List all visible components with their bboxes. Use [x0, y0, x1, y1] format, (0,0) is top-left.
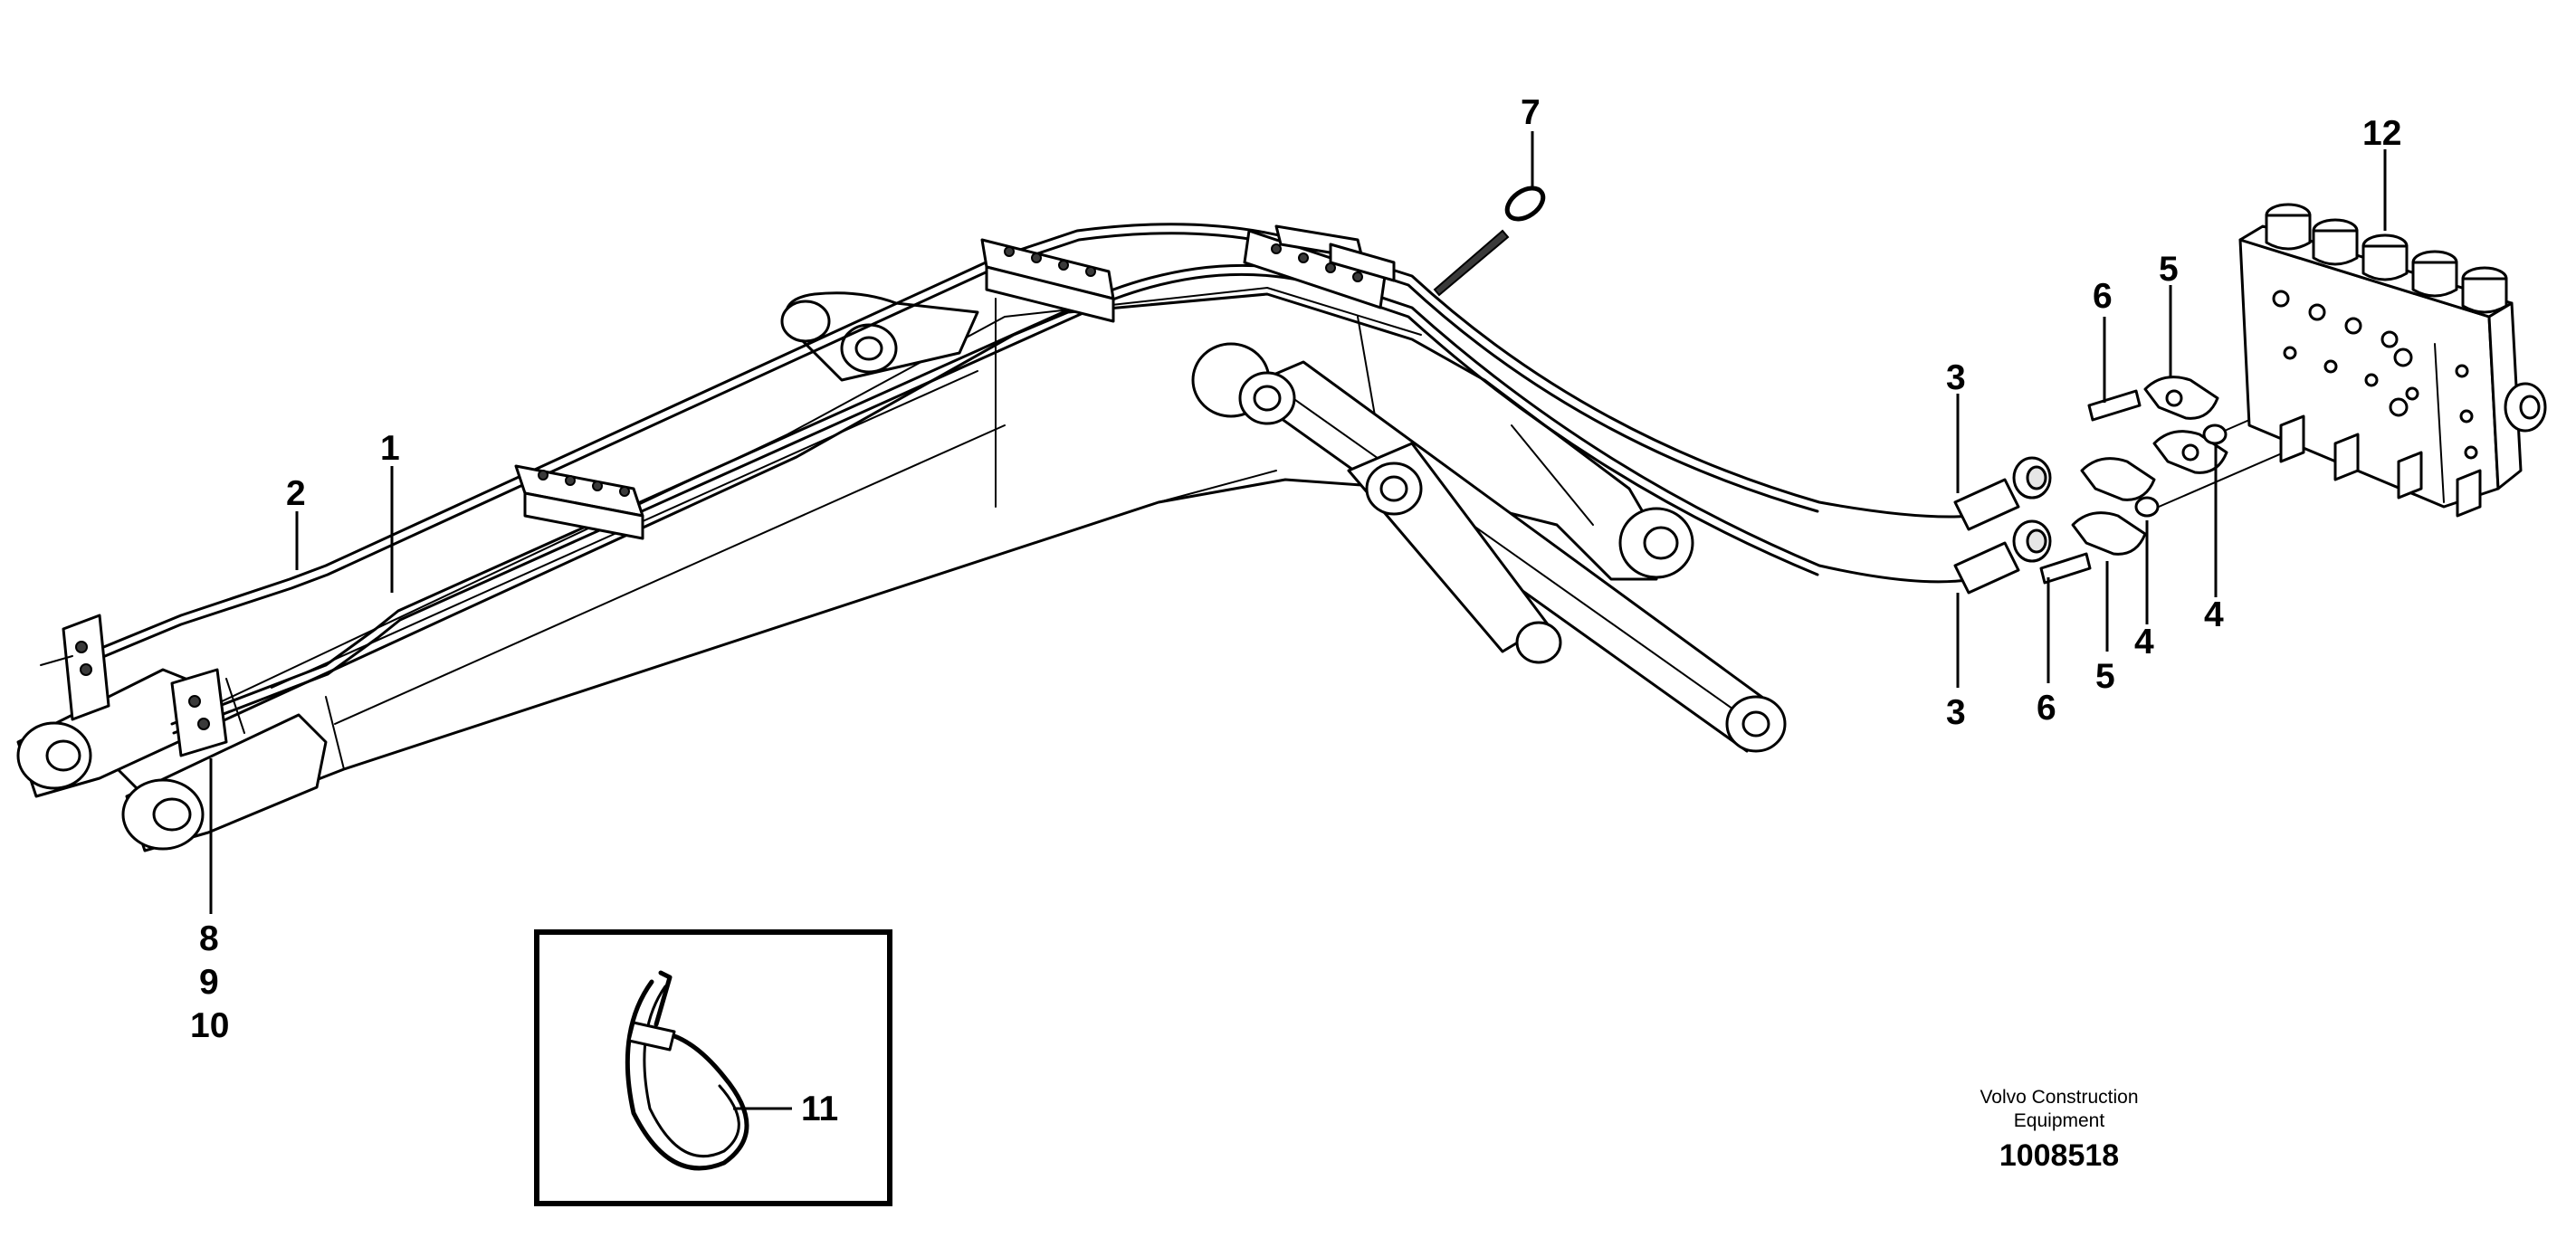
pipe-set: [80, 223, 2052, 735]
callout-8: 8: [199, 919, 219, 958]
hydraulic-cylinder: [1191, 342, 1787, 753]
callout-11: 11: [801, 1090, 838, 1128]
callout-3-lower: 3: [1946, 693, 1966, 732]
manufacturer-line-1: Volvo Construction: [1980, 1087, 2139, 1108]
callout-7: 7: [1521, 93, 1541, 132]
pipe-clamps: [40, 224, 1396, 757]
callout-2: 2: [286, 474, 306, 513]
callout-5-lower: 5: [2095, 657, 2115, 696]
callout-10: 10: [190, 1006, 229, 1045]
callout-6-upper: 6: [2093, 277, 2113, 316]
callout-1: 1: [380, 429, 400, 468]
fitting-hardware: [2039, 352, 2404, 585]
callout-5-upper: 5: [2159, 250, 2179, 289]
cable-tie-inset: [534, 929, 892, 1206]
boom-arm: [16, 287, 1663, 852]
callout-4-right: 4: [2204, 595, 2224, 634]
callout-labels: 1 2 3 3 4 4 5 5 6 6 7 8 9 10 11 12: [190, 93, 2401, 1128]
leader-lines: [209, 131, 2387, 1110]
manufacturer-label: Volvo Construction Equipment: [1910, 1086, 2209, 1133]
manufacturer-line-2: Equipment: [2013, 1110, 2105, 1131]
o-ring-part: [1433, 186, 1546, 297]
callout-4-mid: 4: [2134, 623, 2154, 662]
callout-12: 12: [2362, 114, 2401, 153]
callout-6-lower: 6: [2037, 689, 2056, 728]
document-number: 1008518: [1999, 1138, 2120, 1173]
control-valve: [2238, 203, 2547, 518]
callout-3-upper: 3: [1946, 358, 1966, 397]
callout-9: 9: [199, 963, 219, 1002]
